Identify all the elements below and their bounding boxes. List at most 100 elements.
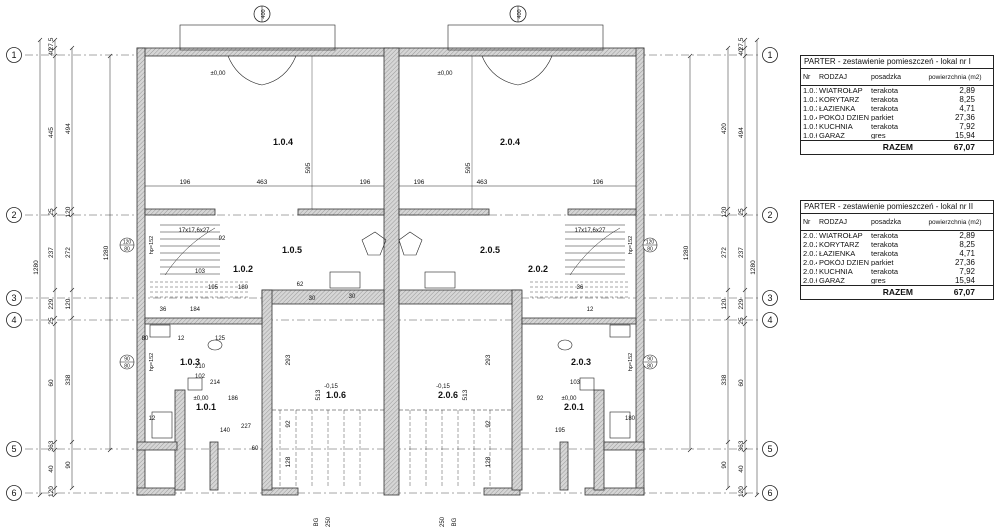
col-nr: Nr xyxy=(803,73,811,81)
wall-bottom xyxy=(261,487,299,496)
dim-text: 237 xyxy=(48,247,55,258)
dim-tick xyxy=(52,37,58,43)
col-floor: posadzka xyxy=(871,73,901,81)
dim-text: 120 xyxy=(721,298,728,309)
dim-text: 227 xyxy=(241,424,252,430)
schedule-row: 2.0.5KUCHNIAterakota7,92 xyxy=(801,267,993,276)
col-floor: posadzka xyxy=(871,218,901,226)
schedule-row: 2.0.6GARAŻgres15,94 xyxy=(801,276,993,285)
dim-tick xyxy=(687,447,693,453)
dim-text: 40 xyxy=(738,48,745,56)
axis-bubble xyxy=(762,312,778,328)
dim-text: 125 xyxy=(215,336,226,342)
dim-text: 363 xyxy=(48,440,55,451)
window-tag-text: 120 xyxy=(646,240,655,246)
total-label: RAZEM xyxy=(882,142,913,153)
dim-tick xyxy=(725,315,731,321)
room-number: 2.0.3 xyxy=(803,249,817,258)
dim-text: 463 xyxy=(257,179,268,186)
axis-label: 5 xyxy=(767,444,772,454)
room-area: 27,36 xyxy=(954,258,975,267)
dim-tick xyxy=(52,206,58,212)
axis-bubble xyxy=(762,290,778,306)
room-name: GARAŻ xyxy=(819,276,845,285)
dim-text: 293 xyxy=(485,354,492,365)
dim-text: 40 xyxy=(738,465,745,473)
room-label: 2.0.2 xyxy=(528,264,548,274)
dim-tick xyxy=(725,287,731,293)
dim-tick xyxy=(725,212,731,218)
dim-text: 120 xyxy=(738,486,745,497)
dim-text: 229 xyxy=(738,298,745,309)
room-number: 2.0.2 xyxy=(803,240,817,249)
wall-int xyxy=(144,208,216,216)
dim-text: 229 xyxy=(48,298,55,309)
dim-tick xyxy=(742,439,748,445)
wall-int xyxy=(559,441,569,491)
room-number: 1.0.2 xyxy=(803,95,817,104)
schedule-title: PARTER - zestawienie pomieszczeń - lokal… xyxy=(801,56,993,69)
axis-bubble xyxy=(6,441,22,457)
wall-int xyxy=(209,441,219,491)
dim-text: 595 xyxy=(305,162,312,173)
dim-tick xyxy=(69,485,75,491)
dim-text: 25 xyxy=(738,317,745,325)
dim-tick xyxy=(742,447,748,453)
dim-tick xyxy=(742,206,748,212)
terrace-outline xyxy=(179,24,336,51)
room-label: 1.0.4 xyxy=(273,137,293,147)
room-number: 1.0.1 xyxy=(803,86,817,95)
floor-finish: terakota xyxy=(871,240,899,249)
wall-outer-left xyxy=(136,47,146,496)
room-area: 2,89 xyxy=(959,231,975,240)
dim-text: 92 xyxy=(219,236,226,242)
dim-text: 60 xyxy=(252,446,259,452)
dim-text: 102 xyxy=(195,374,206,380)
dim-tick xyxy=(754,37,760,43)
room-name: WIATROŁAP xyxy=(819,231,863,240)
dim-text: 27.5 xyxy=(738,37,745,50)
wall-bottom xyxy=(584,487,645,496)
room-name: KORYTARZ xyxy=(819,95,860,104)
axis-label: 4 xyxy=(11,315,16,325)
dim-text: 36 xyxy=(577,285,584,291)
dim-text: BG xyxy=(452,517,458,526)
schedule-total: RAZEM 67,07 xyxy=(801,285,993,299)
dim-text: 196 xyxy=(180,179,191,186)
axis-label: 6 xyxy=(11,488,16,498)
schedule-title: PARTER - zestawienie pomieszczeń - lokal… xyxy=(801,201,993,214)
schedule-row: 2.0.1WIATROŁAPterakota2,89 xyxy=(801,231,993,240)
dim-tick xyxy=(725,45,731,51)
room-level: ±0,00 xyxy=(194,396,210,402)
dim-tick xyxy=(742,212,748,218)
sink xyxy=(361,231,387,256)
dim-text: 250 xyxy=(440,516,446,527)
dim-tick xyxy=(725,206,731,212)
dim-text: 12 xyxy=(587,307,594,313)
room-name: ŁAZIENKA xyxy=(819,104,856,113)
dim-tick xyxy=(687,53,693,59)
dim-text: 196 xyxy=(414,179,425,186)
schedule-row: 1.0.4POKÓJ DZIENNYparkiet27,36 xyxy=(801,113,993,122)
dim-text: 180 xyxy=(238,285,249,291)
wall-bottom xyxy=(483,487,521,496)
dim-text: 80 xyxy=(142,336,149,342)
schedule-row: 1.0.6GARAŻgres15,94 xyxy=(801,131,993,140)
dim-tick xyxy=(69,315,75,321)
dim-text: 1280 xyxy=(33,260,40,275)
room-area: 4,71 xyxy=(959,249,975,258)
dim-text: 494 xyxy=(65,123,72,134)
room-area: 15,94 xyxy=(954,131,975,140)
shower-tray xyxy=(187,377,203,391)
total-value: 67,07 xyxy=(953,287,975,298)
sink xyxy=(398,231,423,256)
dim-text: 195 xyxy=(555,428,566,434)
dim-tick xyxy=(107,53,113,59)
dim-text: 1280 xyxy=(750,260,757,275)
dim-tick xyxy=(742,37,748,43)
schedule-header: Nr RODZAJ posadzka powierzchnia (m2) xyxy=(801,69,993,86)
toilet xyxy=(207,339,223,351)
dim-text: 92 xyxy=(285,420,292,428)
col-area: powierzchnia (m2) xyxy=(928,73,982,81)
